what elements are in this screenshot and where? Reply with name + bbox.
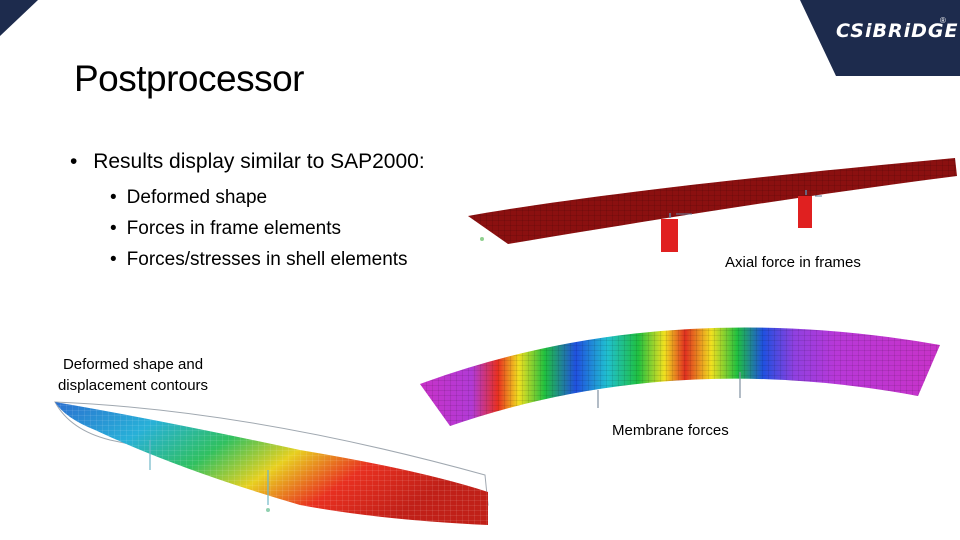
sub-bullet-list: Deformed shape Forces in frame elements … — [110, 182, 425, 275]
slide-title: Postprocessor — [74, 58, 305, 99]
logo-registered-mark: ® — [940, 16, 946, 25]
brand-logo: CSiBRiDGE — [836, 20, 959, 42]
sub-bullet-frame-forces: Forces in frame elements — [126, 218, 342, 239]
main-bullet: Results display similar to SAP2000: — [93, 150, 425, 173]
caption-deformed-shape: Deformed shape and displacement contours — [48, 354, 218, 396]
caption-membrane-forces: Membrane forces — [612, 422, 729, 439]
logo-tab-icon — [800, 0, 960, 76]
sub-bullet-shell-forces: Forces/stresses in shell elements — [126, 249, 408, 270]
axial-force-figure — [468, 158, 957, 252]
deformed-shape-figure — [54, 401, 489, 525]
caption-deformed-line1: Deformed shape and — [62, 356, 204, 373]
membrane-forces-figure — [420, 327, 940, 426]
caption-axial-force: Axial force in frames — [725, 254, 861, 271]
bullet-list: Results display similar to SAP2000: Defo… — [70, 150, 425, 275]
corner-triangle-icon — [0, 0, 38, 36]
sub-bullet-deformed: Deformed shape — [126, 187, 268, 208]
caption-deformed-line2: displacement contours — [57, 377, 209, 394]
